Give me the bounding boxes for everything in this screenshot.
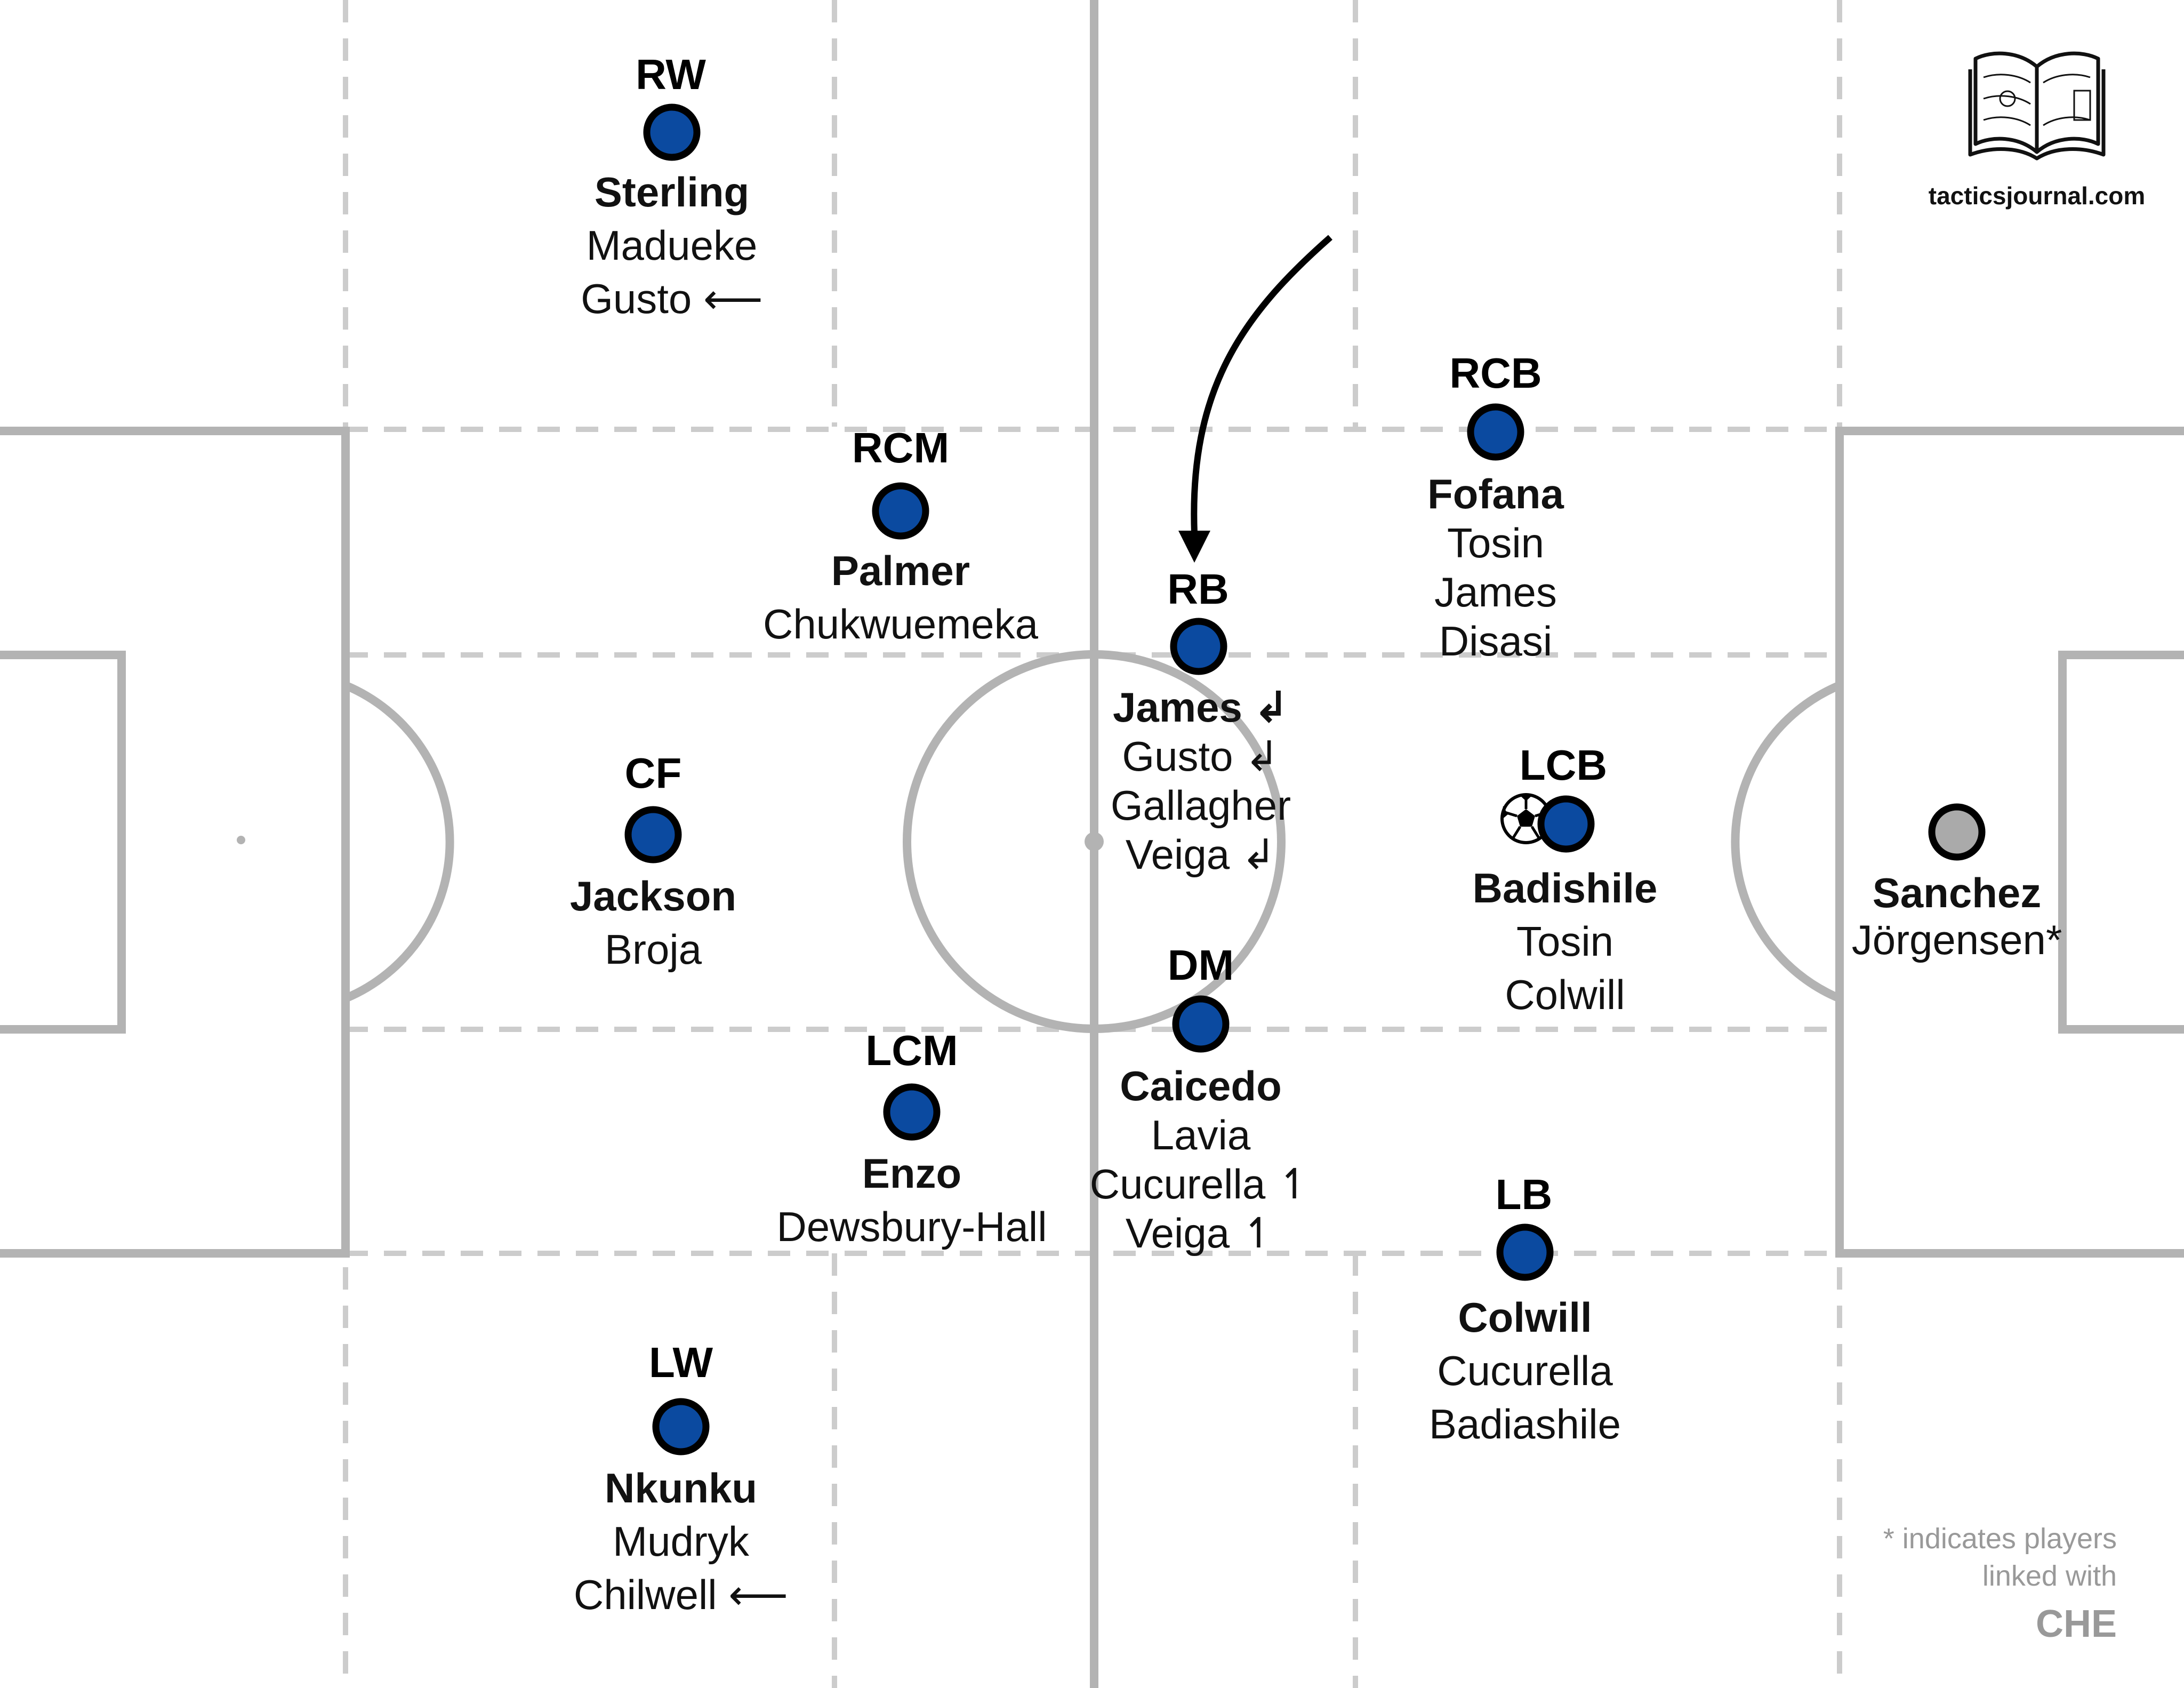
player-name: Mudryk [613, 1518, 749, 1565]
left-six-yard-box [0, 651, 126, 1034]
marker-dm [1172, 995, 1230, 1053]
centre-spot [1085, 832, 1104, 851]
player-name: Jörgensen* [1851, 916, 2062, 963]
marker-rw [643, 103, 701, 161]
player-name: Caicedo [1120, 1062, 1282, 1109]
left-penalty-arc [343, 681, 454, 1003]
position-label-lw: LW [649, 1339, 713, 1386]
right-penalty-arc [1731, 681, 1842, 1003]
player-name: Enzo [862, 1150, 962, 1197]
position-label-rcm: RCM [852, 424, 950, 471]
player-name: Gusto ⟵ [581, 275, 763, 322]
marker-rcm [872, 482, 929, 540]
player-name: Broja [604, 926, 702, 973]
movement-arrow [1191, 235, 1332, 534]
position-label-cf: CF [624, 749, 682, 797]
right-six-yard-box [2058, 651, 2184, 1034]
position-label-lcm: LCM [865, 1027, 958, 1074]
player-names-lcm: Enzo Dewsbury-Hall [672, 1147, 1152, 1253]
marker-lcm [883, 1083, 941, 1141]
position-label-rw: RW [636, 51, 706, 98]
legend-note: * indicates players linked with CHE [1802, 1520, 2117, 1653]
player-name: Chukwuemeka [763, 601, 1038, 647]
marker-lw [652, 1398, 710, 1455]
arrow-head-icon [1178, 531, 1210, 563]
player-name: James [1434, 569, 1557, 615]
player-names-lb: Colwill Cucurella Badiashile [1285, 1291, 1765, 1451]
position-label-lb: LB [1495, 1171, 1553, 1218]
player-names-gk: Sanchez Jörgensen* [1717, 869, 2184, 963]
player-name: Nkunku [604, 1465, 758, 1511]
position-label-rb: RB [1167, 565, 1229, 613]
player-name: Colwill [1458, 1294, 1592, 1341]
marker-cf [624, 806, 682, 863]
player-name: Veiga ↲ [1125, 831, 1276, 878]
player-name: Disasi [1439, 618, 1553, 665]
marker-gk [1928, 803, 1986, 861]
position-label-lcb: LCB [1519, 741, 1608, 789]
player-name: Tosin [1447, 519, 1545, 566]
legend-team: CHE [2035, 1603, 2117, 1645]
player-names-cf: Jackson Broja [413, 869, 893, 976]
player-name: Sanchez [1872, 869, 2042, 916]
player-names-rcb: Fofana Tosin James Disasi [1256, 469, 1736, 666]
player-name: Gusto ↲ [1122, 733, 1280, 780]
left-penalty-box [0, 427, 350, 1258]
player-names-rcm: Palmer Chukwuemeka [661, 544, 1141, 651]
player-name: Tosin [1516, 918, 1614, 965]
player-name: Dewsbury-Hall [776, 1203, 1047, 1250]
marker-lcb [1537, 795, 1595, 853]
player-names-dm: Caicedo Lavia Cucurella ↿ Veiga ↿ [961, 1061, 1441, 1258]
player-name: Colwill [1505, 971, 1625, 1018]
player-name: James ↲ [1113, 684, 1289, 731]
position-label-dm: DM [1167, 941, 1234, 989]
player-names-lw: Nkunku Mudryk Chilwell ⟵ [441, 1461, 921, 1621]
legend-note-line2: linked with [1982, 1560, 2117, 1592]
centre-circle [903, 650, 1286, 1033]
player-name: Jackson [569, 873, 737, 919]
penalty-spot [237, 836, 245, 844]
player-markers [624, 103, 1986, 1455]
player-name: Sterling [594, 169, 750, 215]
marker-rb [1170, 618, 1227, 675]
marker-rcb [1467, 403, 1524, 461]
player-name: Veiga ↿ [1125, 1210, 1276, 1257]
open-book-pitch-icon [1968, 51, 2106, 161]
site-name: tacticsjournal.com [1928, 182, 2146, 210]
legend-note-line1: * indicates players [1883, 1523, 2117, 1555]
player-name: Badiashile [1429, 1401, 1621, 1447]
player-name: Madueke [586, 222, 758, 269]
player-name: Fofana [1427, 470, 1564, 517]
player-name: Gallagher [1110, 782, 1291, 829]
player-names-rw: Sterling Madueke Gusto ⟵ [432, 165, 912, 325]
player-name: Palmer [831, 547, 970, 594]
player-name: Cucurella ↿ [1089, 1161, 1312, 1207]
player-name: Cucurella [1437, 1347, 1613, 1394]
player-name: Badishile [1472, 865, 1658, 911]
marker-lb [1496, 1223, 1554, 1281]
player-names-lcb: Badishile Tosin Colwill [1325, 861, 1805, 1021]
player-name: Chilwell ⟵ [573, 1571, 789, 1618]
position-label-rcb: RCB [1449, 349, 1542, 397]
right-penalty-box [1835, 427, 2184, 1258]
player-name: Lavia [1151, 1111, 1251, 1158]
player-names-rb: James ↲ Gusto ↲ Gallagher Veiga ↲ [961, 683, 1441, 879]
